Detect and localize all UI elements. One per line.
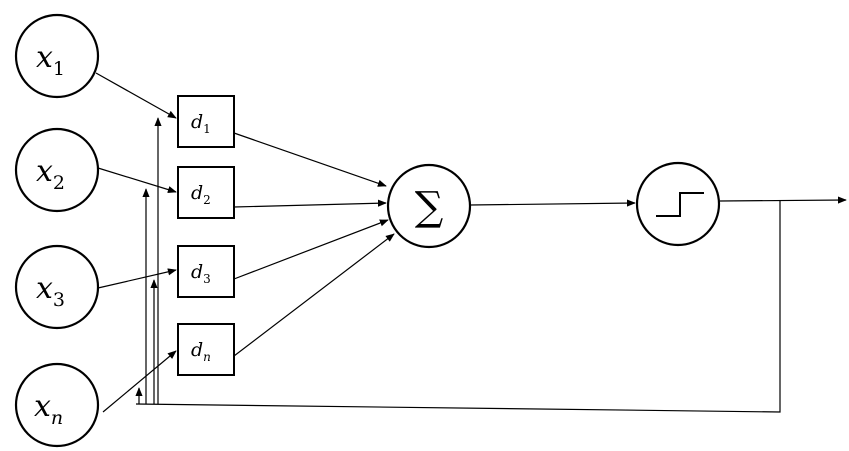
input-x1-var: x — [36, 40, 53, 75]
arrow-d2-to-sum — [233, 199, 387, 208]
arrow-sum-to-activation — [469, 199, 636, 207]
input-node-x1: x1 — [14, 13, 100, 99]
delay-dn-var: d — [191, 339, 203, 361]
input-xn-var: x — [34, 389, 51, 424]
delay-d3-sub: 3 — [203, 272, 211, 286]
input-xn-sub: n — [51, 407, 63, 429]
delay-d2-sub: 2 — [203, 193, 211, 207]
output-arrow — [719, 196, 847, 204]
delay-box-d1: d1 — [177, 95, 235, 148]
svg-text:x3: x3 — [36, 271, 65, 311]
arrow-dn-to-sum — [233, 233, 395, 357]
delay-box-d2: d2 — [177, 166, 235, 219]
input-x2-sub: 2 — [53, 172, 65, 194]
delay-d2-var: d — [191, 182, 203, 204]
input-x3-sub: 3 — [53, 289, 65, 311]
svg-text:xn: xn — [34, 389, 63, 429]
input-node-x2: x2 — [14, 127, 100, 213]
svg-text:x1: x1 — [36, 40, 65, 80]
arrow-x2-to-d2 — [97, 167, 177, 194]
step-function-icon — [656, 192, 704, 217]
svg-text:d2: d2 — [191, 182, 211, 207]
delay-d3-var: d — [191, 261, 203, 283]
input-x3-var: x — [36, 271, 53, 306]
arrow-xn-to-dn — [102, 350, 177, 413]
svg-text:d3: d3 — [191, 261, 211, 286]
arrow-x1-to-d1 — [95, 72, 177, 119]
input-node-xn: xn — [14, 362, 100, 448]
delay-dn-sub: n — [203, 350, 211, 364]
delay-d1-var: d — [191, 111, 203, 133]
input-x1-sub: 1 — [53, 58, 65, 80]
delay-d1-sub: 1 — [203, 122, 211, 136]
delay-box-dn: dn — [177, 323, 235, 376]
arrow-d3-to-sum — [233, 219, 389, 280]
svg-text:x2: x2 — [36, 154, 65, 194]
input-node-x3: x3 — [14, 244, 100, 330]
feedback-line — [135, 200, 781, 413]
delay-box-d3: d3 — [177, 245, 235, 298]
arrow-x3-to-d3 — [97, 268, 177, 289]
svg-text:d1: d1 — [191, 111, 211, 136]
activation-node — [635, 161, 721, 247]
arrow-d1-to-sum — [233, 132, 387, 187]
summation-node: ∑ — [386, 163, 472, 249]
summation-symbol: ∑ — [415, 184, 444, 230]
svg-text:dn: dn — [191, 339, 211, 364]
input-x2-var: x — [36, 154, 53, 189]
